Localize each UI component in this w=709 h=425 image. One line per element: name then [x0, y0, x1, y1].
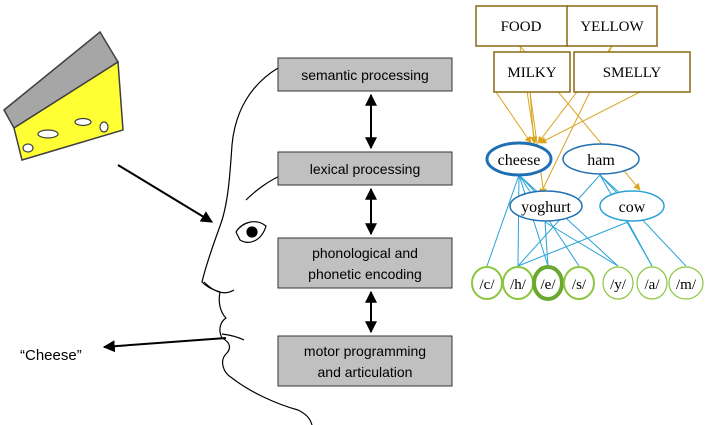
feature-smelly-label: SMELLY [603, 65, 662, 81]
feature-smelly: SMELLY [573, 51, 691, 93]
phoneme-h: /h/ [502, 266, 534, 300]
word-ham-label: ham [587, 152, 615, 169]
feature-milky: MILKY [493, 51, 571, 93]
phoneme-links [486, 174, 687, 267]
word-cheese-label: cheese [498, 152, 541, 169]
word-cow-label: cow [619, 199, 646, 216]
phoneme-c: /c/ [471, 266, 503, 300]
feature-yellow: YELLOW [566, 5, 658, 47]
output-arrow [102, 337, 227, 353]
feature-food: FOOD [475, 5, 569, 47]
stage-phonological-label-line1: phonological and [312, 245, 418, 261]
phoneme-y-label: /y/ [610, 277, 627, 293]
stage-lexical: lexical processing [277, 151, 453, 186]
word-cheese: cheese [485, 141, 553, 177]
input-arrow [117, 164, 214, 223]
phoneme-m-label: /m/ [676, 277, 697, 293]
stage-phonological: phonological and phonetic encoding [277, 237, 453, 289]
phoneme-m: /m/ [668, 266, 704, 300]
word-cow: cow [599, 190, 665, 222]
stage-motor: motor programming and articulation [277, 335, 453, 387]
phoneme-h-label: /h/ [510, 277, 527, 293]
stage-semantic-label: semantic processing [301, 67, 429, 83]
output-word: “Cheese” [20, 347, 82, 364]
phoneme-y: /y/ [602, 266, 634, 300]
word-ham: ham [562, 143, 640, 175]
feature-food-label: FOOD [501, 19, 542, 35]
cheese-icon [3, 30, 124, 161]
phoneme-a: /a/ [636, 266, 668, 300]
phoneme-s-label: /s/ [572, 277, 587, 293]
phoneme-e-label: /e/ [541, 277, 557, 293]
phoneme-a-label: /a/ [645, 277, 661, 293]
feature-yellow-label: YELLOW [580, 19, 644, 35]
phoneme-s: /s/ [563, 266, 595, 300]
stage-motor-label-line1: motor programming [304, 343, 426, 359]
phoneme-e: /e/ [532, 265, 564, 301]
stage-motor-label-line2: and articulation [318, 364, 413, 380]
stage-semantic: semantic processing [277, 57, 453, 92]
stage-phonological-label-line2: phonetic encoding [308, 266, 422, 282]
word-yoghurt: yoghurt [509, 190, 583, 222]
word-yoghurt-label: yoghurt [521, 199, 571, 216]
stage-lexical-label: lexical processing [310, 161, 421, 177]
feature-milky-label: MILKY [507, 65, 556, 81]
phoneme-c-label: /c/ [480, 277, 496, 293]
